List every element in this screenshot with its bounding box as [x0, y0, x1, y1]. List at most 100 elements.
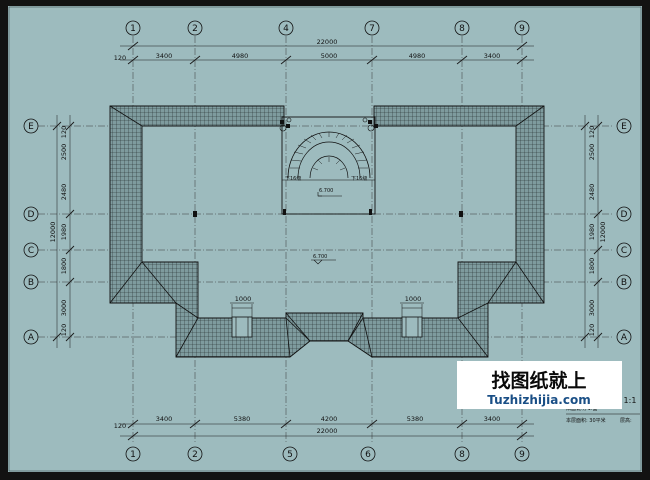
- top-dimension-text: 22000 120 3400 4980 5000 4980 3400: [114, 38, 500, 62]
- right-span-dim: 1800: [588, 258, 596, 275]
- right-balcony: [401, 304, 423, 338]
- top-edge-dim: 120: [114, 54, 126, 62]
- svg-text:B: B: [621, 278, 627, 288]
- svg-text:C: C: [621, 246, 627, 256]
- left-span-dim: 3000: [60, 300, 68, 317]
- grid-bubble-right-C: C: [616, 242, 632, 258]
- left-span-dim: 2480: [60, 184, 68, 201]
- svg-text:9: 9: [519, 24, 525, 34]
- right-span-dim: 2480: [588, 184, 596, 201]
- grid-bubble-right-B: B: [616, 274, 632, 290]
- grid-bubble-bottom-1: 1: [125, 446, 141, 462]
- svg-text:2: 2: [192, 24, 198, 34]
- left-row-bubbles: E D C B A: [23, 118, 39, 345]
- right-edge-dim: 120: [588, 324, 596, 336]
- grid-bubble-bottom-8: 8: [454, 446, 470, 462]
- note-line-2-left: 本层面积: 30平米: [566, 417, 606, 424]
- top-column-bubbles: 1 2 4 7 8 9: [125, 20, 530, 36]
- left-edge-dim: 120: [60, 126, 68, 138]
- left-span-dim: 1980: [60, 224, 68, 241]
- watermark-title: 找图纸就上: [491, 369, 586, 392]
- svg-text:D: D: [621, 210, 628, 220]
- bottom-column-bubbles: 1 2 5 6 8 9: [125, 446, 530, 462]
- drawing-title: 图 1:1: [613, 396, 636, 405]
- right-span-dim: 1980: [588, 224, 596, 241]
- stair-label-left: 下16级: [285, 175, 301, 182]
- grid-bubble-left-E: E: [23, 118, 39, 134]
- balcony-width-right: 1000: [405, 295, 422, 303]
- right-span-dim: 3000: [588, 300, 596, 317]
- grid-bubble-top-7: 7: [364, 20, 380, 36]
- level-mark-lower-text: 6.700: [313, 254, 327, 260]
- right-span-dim: 2500: [588, 144, 596, 161]
- grid-bubble-bottom-5: 5: [282, 446, 298, 462]
- svg-text:2: 2: [192, 450, 198, 460]
- bottom-edge-dim: 120: [114, 422, 126, 430]
- svg-text:C: C: [28, 246, 34, 256]
- right-dimension-text: 12000 120 2500 2480 1980 1800 3000 120: [588, 126, 607, 336]
- bottom-span-dim: 3400: [484, 415, 501, 423]
- grid-bubble-top-8: 8: [454, 20, 470, 36]
- grid-bubble-top-1: 1: [125, 20, 141, 36]
- svg-text:5: 5: [287, 450, 293, 460]
- left-edge-dim: 120: [60, 324, 68, 336]
- svg-text:8: 8: [459, 24, 465, 34]
- svg-text:E: E: [28, 122, 34, 132]
- stair-treads: [290, 132, 368, 171]
- stair-label-right: 下16级: [351, 175, 367, 182]
- right-total-dim: 12000: [599, 222, 607, 243]
- grid-bubble-bottom-2: 2: [187, 446, 203, 462]
- watermark-panel: [457, 361, 622, 409]
- left-span-dim: 1800: [60, 258, 68, 275]
- grid-bubble-right-E: E: [616, 118, 632, 134]
- roof-plan: [109, 105, 545, 358]
- top-total-dim: 22000: [317, 38, 338, 46]
- svg-text:E: E: [621, 122, 627, 132]
- note-line-2-right: 层高:: [620, 417, 632, 424]
- svg-text:B: B: [28, 278, 34, 288]
- left-total-dim: 12000: [49, 222, 57, 243]
- grid-bubble-top-2: 2: [187, 20, 203, 36]
- watermark-url: Tuzhizhijia.com: [487, 393, 590, 407]
- balcony-width-marks: 1000 1000: [230, 295, 424, 304]
- grid-bubble-left-B: B: [23, 274, 39, 290]
- svg-text:A: A: [28, 333, 35, 343]
- watermark: 找图纸就上 Tuzhizhijia.com: [457, 361, 622, 409]
- grid-bubble-right-A: A: [616, 329, 632, 345]
- top-span-dim: 4980: [409, 52, 426, 60]
- grid-bubble-top-4: 4: [278, 20, 294, 36]
- bottom-dimension-text: 3400 5380 4200 5380 3400 120 22000: [114, 415, 500, 435]
- grid-bubble-bottom-9: 9: [514, 446, 530, 462]
- right-edge-dim: 120: [588, 126, 596, 138]
- svg-text:D: D: [28, 210, 35, 220]
- level-mark-upper: 6.700: [319, 188, 333, 194]
- top-span-dim: 3400: [156, 52, 173, 60]
- bottom-span-dim: 3400: [156, 415, 173, 423]
- bottom-span-dim: 5380: [234, 415, 251, 423]
- bottom-dimension-lines: [120, 419, 534, 441]
- svg-text:A: A: [621, 333, 628, 343]
- svg-text:7: 7: [369, 24, 375, 34]
- svg-text:1: 1: [130, 450, 136, 460]
- top-span-dim: 5000: [321, 52, 338, 60]
- grid-bubble-top-9: 9: [514, 20, 530, 36]
- right-row-bubbles: E D C B A: [616, 118, 632, 345]
- left-balcony: [231, 304, 253, 338]
- top-span-dim: 4980: [232, 52, 249, 60]
- balcony-width-left: 1000: [235, 295, 252, 303]
- grid-bubble-left-C: C: [23, 242, 39, 258]
- svg-text:8: 8: [459, 450, 465, 460]
- svg-text:4: 4: [283, 24, 289, 34]
- svg-text:6: 6: [365, 450, 371, 460]
- bottom-total-dim: 22000: [317, 427, 338, 435]
- svg-text:1: 1: [130, 24, 136, 34]
- grid-bubble-bottom-6: 6: [360, 446, 376, 462]
- svg-text:9: 9: [519, 450, 525, 460]
- grid-bubble-right-D: D: [616, 206, 632, 222]
- level-mark-lower: 6.700: [311, 254, 336, 265]
- bottom-span-dim: 5380: [407, 415, 424, 423]
- column-markers: [193, 211, 463, 217]
- left-span-dim: 2500: [60, 144, 68, 161]
- stair-tower: 下16级 下16级 6.700: [279, 116, 378, 215]
